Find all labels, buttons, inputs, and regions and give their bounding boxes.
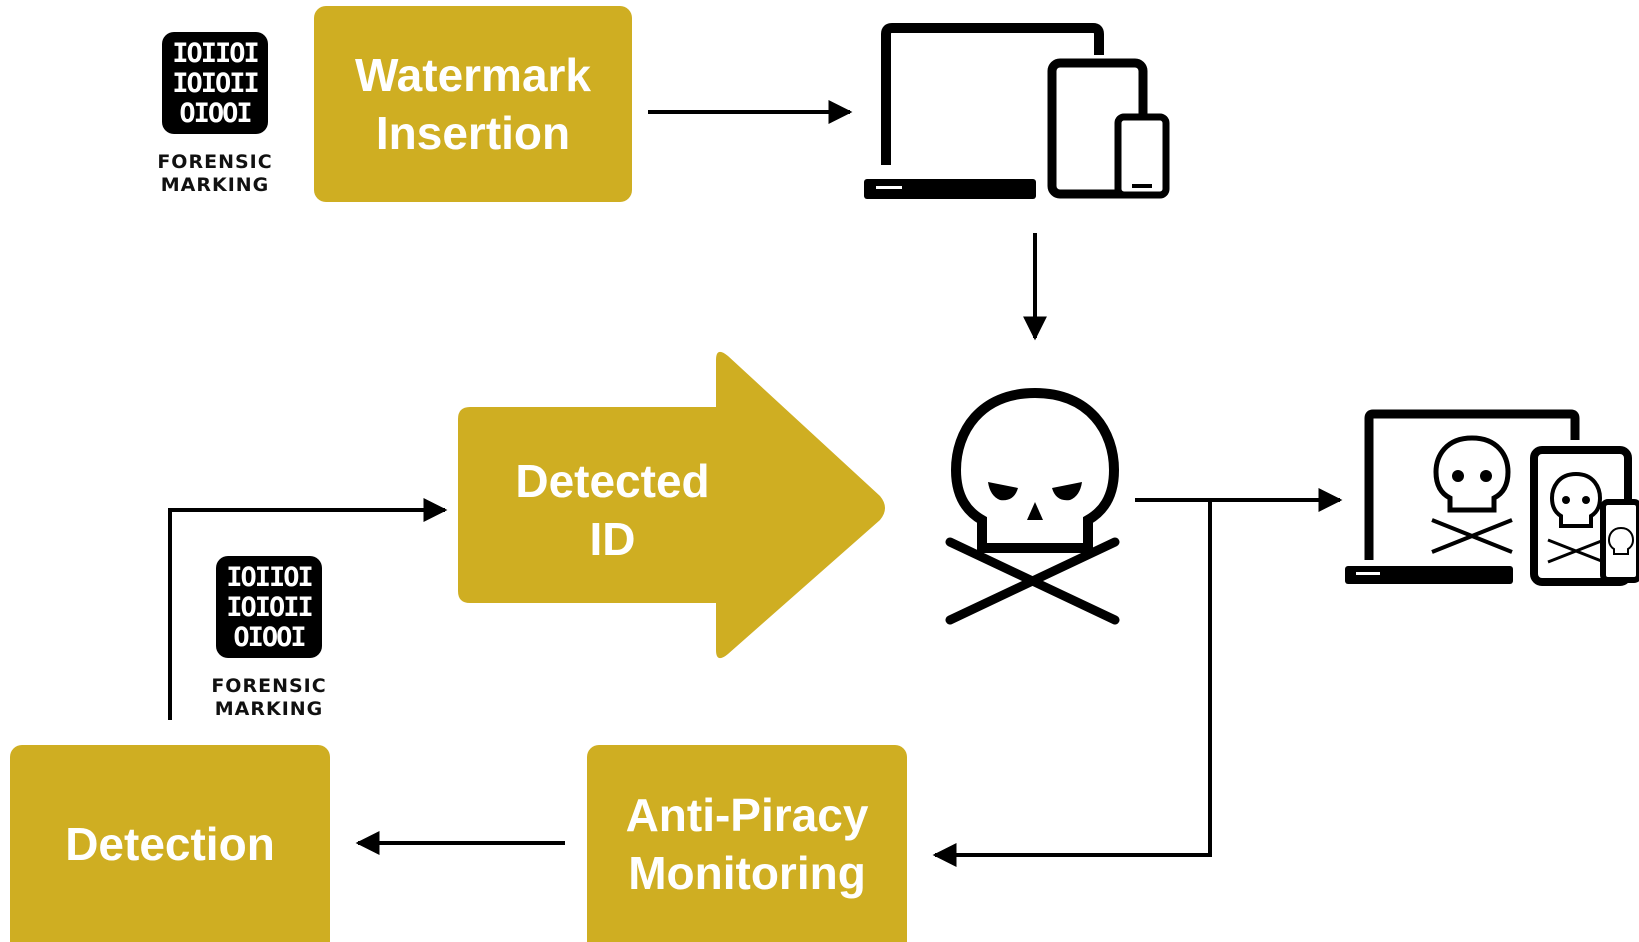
logo-bits-row: IOIIOI (226, 562, 312, 593)
forensic-marking-logo-top: IOIIOI IOIOII OIOOI FORENSIC MARKING (157, 32, 272, 196)
pirated-devices-icon (1345, 409, 1639, 586)
logo-bits-row: OIOOI (179, 98, 250, 129)
detected-id-arrow-shape (458, 351, 885, 659)
skull-small-icon (1431, 435, 1513, 554)
logo-label: FORENSIC (157, 151, 272, 173)
logo-label: MARKING (215, 698, 324, 720)
logo-label: MARKING (161, 174, 270, 196)
forensic-marking-logo-mid: IOIIOI IOIOII OIOOI FORENSIC MARKING (211, 556, 326, 720)
logo-bits-row: OIOOI (233, 622, 304, 653)
anti-piracy-line1: Anti-Piracy (625, 788, 869, 841)
detected-id-line1: Detected (515, 455, 710, 507)
detected-id-line2: ID (589, 513, 636, 565)
arrow-detection-to-detected-id (168, 498, 448, 720)
skull-small-icon (1547, 471, 1605, 564)
watermark-insertion-box: Watermark Insertion (314, 6, 632, 202)
logo-bits-row: IOIIOI (172, 38, 258, 69)
watermark-insertion-line2: Insertion (375, 107, 571, 159)
devices-icon (864, 23, 1170, 199)
logo-bits-row: IOIOII (172, 68, 258, 99)
skull-crossbones-icon (945, 387, 1120, 625)
arrow-pirate-to-monitoring (932, 500, 1212, 867)
logo-label: FORENSIC (211, 675, 326, 697)
detection-box: Detection (10, 745, 330, 942)
anti-piracy-line2: Monitoring (628, 846, 866, 899)
anti-piracy-monitoring-box: Anti-Piracy Monitoring (587, 745, 907, 942)
detected-id-label: Detected ID (490, 452, 735, 568)
logo-bits-row: IOIOII (226, 592, 312, 623)
watermark-insertion-line1: Watermark (354, 49, 592, 101)
detection-label: Detection (65, 817, 275, 870)
